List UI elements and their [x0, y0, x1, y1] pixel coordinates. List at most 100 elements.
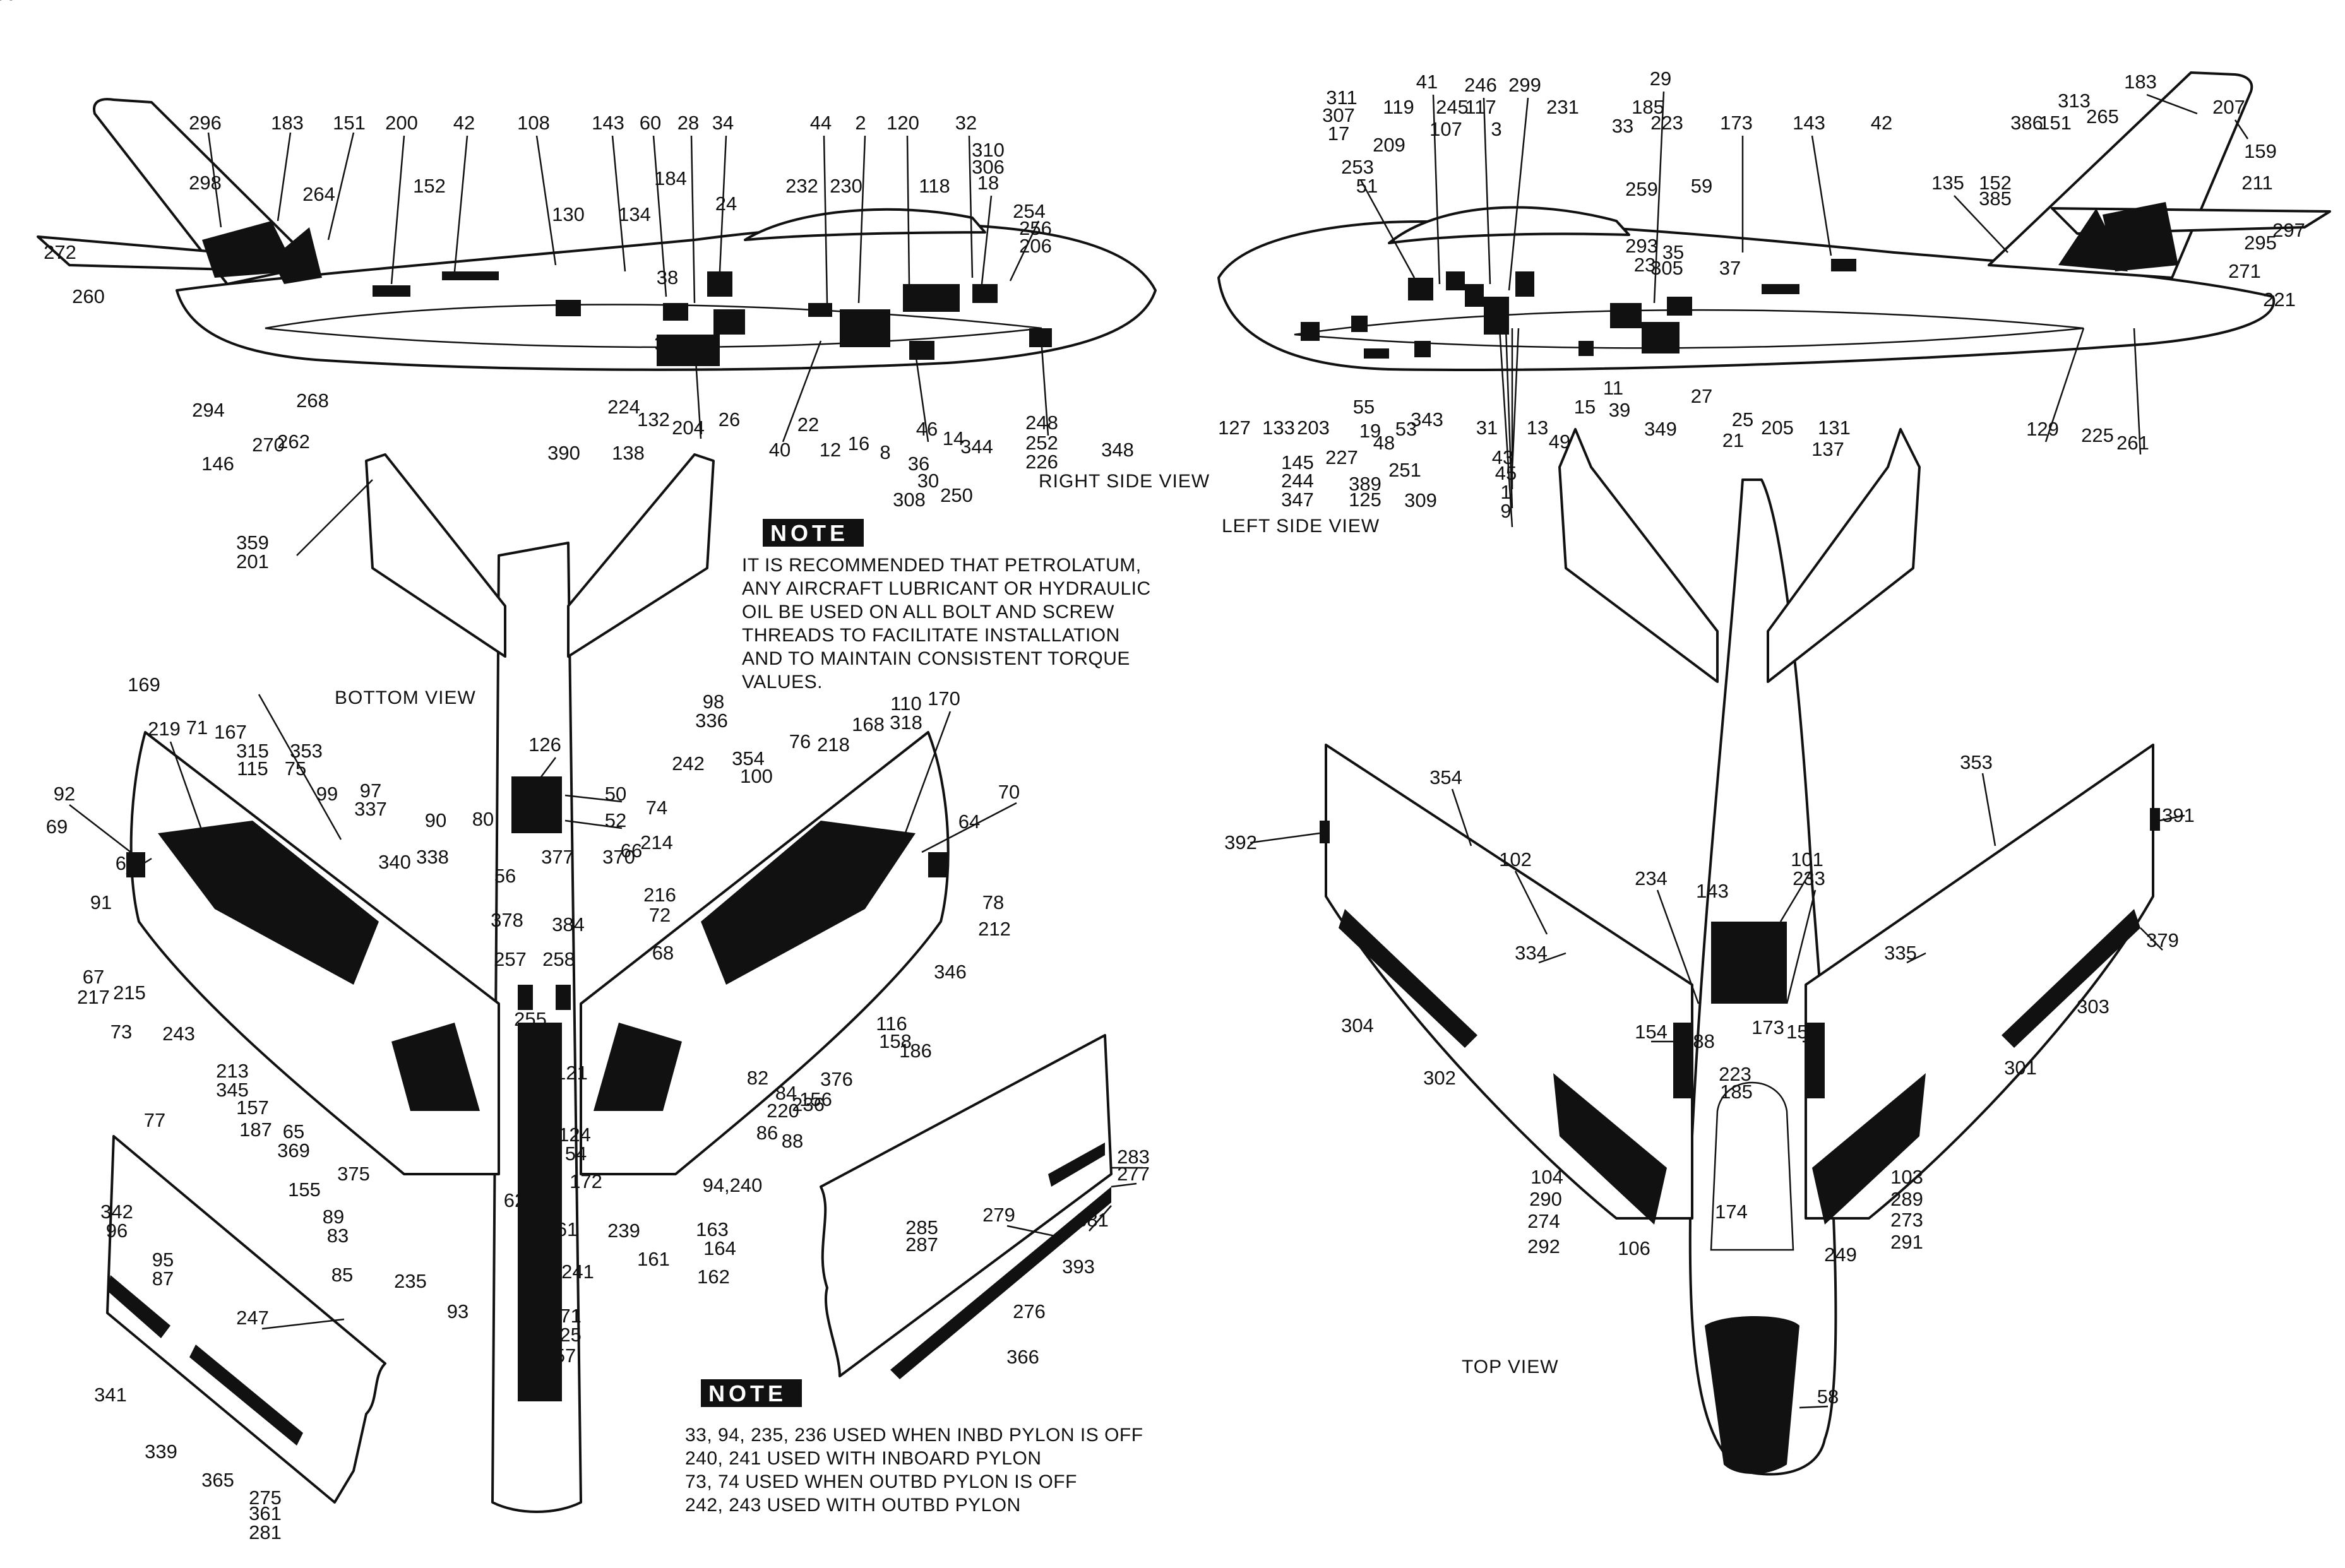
note-upper-badge: NOTE	[770, 520, 849, 546]
callout-label: 231	[1546, 96, 1579, 118]
note-upper-line: AND TO MAINTAIN CONSISTENT TORQUE	[742, 648, 1130, 669]
note-upper-badge-box	[763, 519, 864, 547]
leader-line	[126, 857, 152, 876]
callout-label: 185	[1720, 1081, 1753, 1103]
tv-canopy	[1710, 1081, 1794, 1251]
caption-top-view: TOP VIEW	[1462, 1357, 1559, 1377]
leader-line	[1432, 94, 1441, 285]
callout-label: 252	[1025, 432, 1058, 454]
callout-label: 220	[767, 1100, 799, 1122]
callout-label: 202	[0, 0, 16, 4]
callout-label: 283	[1117, 1146, 1150, 1168]
callout-label: 152	[413, 175, 446, 197]
leader-line	[1954, 195, 2008, 253]
callout-label: 188	[1682, 1030, 1715, 1052]
callout-label: 232	[785, 175, 818, 197]
callout-label: 44	[810, 112, 832, 134]
leader-line	[1359, 179, 1416, 278]
leader-line	[327, 132, 355, 241]
callout-label: 216	[643, 884, 676, 906]
callout-label: 284	[0, 0, 16, 4]
callout-label: 106	[1618, 1237, 1650, 1259]
callout-label: 173	[1720, 112, 1753, 134]
callout-label: 290	[1529, 1188, 1562, 1210]
callout-label: 30	[917, 470, 939, 492]
callout-label: 344	[960, 436, 993, 458]
callout-label: 61	[556, 1218, 578, 1240]
lower-left-wing-panel	[106, 1135, 386, 1504]
leader-line	[296, 479, 373, 556]
callout-label: 29	[1650, 68, 1671, 90]
callout-label: 376	[820, 1068, 853, 1090]
callout-label: 128	[0, 0, 16, 4]
callout-label: 46	[916, 418, 938, 440]
callout-label: 151	[333, 112, 366, 134]
leader-line	[1656, 889, 1700, 1004]
leader-line	[968, 135, 974, 278]
callout-label: 392	[1224, 831, 1257, 853]
leader-line	[1514, 870, 1548, 935]
callout-label: 253	[1341, 156, 1374, 178]
callout-label: 233	[1793, 867, 1825, 889]
leader-line	[390, 135, 405, 285]
callout-label: 295	[2244, 232, 2277, 254]
leader-line	[536, 757, 556, 783]
leader-line	[2146, 93, 2198, 115]
callout-label: 69	[46, 816, 68, 838]
callout-label: 37	[1719, 257, 1741, 279]
callout-label: 78	[982, 891, 1004, 913]
callout-label: 5	[0, 0, 6, 4]
callout-label: 97	[360, 780, 381, 802]
callout-label: 366	[1006, 1346, 1039, 1368]
callout-label: 90	[425, 809, 446, 831]
callout-label: 386	[2010, 112, 2043, 134]
callout-label: 72	[649, 904, 671, 926]
callout-label: 39	[1609, 399, 1630, 421]
callout-label: 162	[697, 1266, 730, 1288]
callout-label: 211	[2241, 172, 2272, 194]
leader-line	[902, 711, 952, 840]
callout-label: 60	[640, 112, 661, 134]
leader-line	[2159, 814, 2185, 822]
callout-label: 75	[285, 757, 306, 780]
leader-line	[1508, 97, 1529, 291]
callout-label: 88	[782, 1130, 803, 1152]
tv-h-stab-right	[1767, 428, 1921, 683]
callout-label: 313	[2058, 90, 2091, 112]
callout-label: 67	[83, 966, 104, 988]
callout-label: 278	[0, 0, 16, 4]
callout-label: 31	[1476, 417, 1498, 439]
leader-line	[2140, 927, 2163, 951]
note-upper-line: IT IS RECOMMENDED THAT PETROLATUM,	[742, 555, 1142, 576]
callout-label: 257	[494, 948, 527, 970]
callout-label: 32	[955, 112, 977, 134]
callout-label: 335	[1884, 942, 1917, 964]
callout-label: 95	[152, 1249, 174, 1271]
rsv-canopy	[744, 208, 986, 241]
note-lower-line: 33, 94, 235, 236 USED WHEN INBD PYLON IS…	[685, 1425, 1143, 1446]
leader-line	[207, 132, 222, 228]
callout-label: 207	[2212, 96, 2245, 118]
leader-line	[1653, 91, 1665, 304]
callout-label: 49	[1549, 431, 1570, 453]
callout-label: 271	[2228, 260, 2261, 282]
callout-label: 40	[769, 439, 791, 461]
callout-label: 53	[1395, 418, 1417, 440]
tv-h-stab-left	[1558, 428, 1719, 683]
callout-label: 213	[216, 1060, 249, 1082]
callout-label: 108	[517, 112, 550, 134]
callout-label: 236	[792, 1093, 825, 1115]
callout-label: 184	[654, 167, 687, 189]
callout-label: 337	[354, 798, 387, 820]
callout-label: 57	[554, 1345, 576, 1367]
callout-label: 282	[0, 0, 16, 4]
callout-label: 129	[2026, 418, 2059, 440]
callout-label: 99	[316, 783, 338, 805]
callout-label: 385	[1979, 187, 2012, 210]
callout-label: 241	[561, 1261, 594, 1283]
callout-label: 318	[890, 711, 922, 734]
callout-label: 174	[1715, 1201, 1748, 1223]
callout-label: 170	[928, 687, 960, 710]
callout-label: 308	[893, 489, 926, 511]
